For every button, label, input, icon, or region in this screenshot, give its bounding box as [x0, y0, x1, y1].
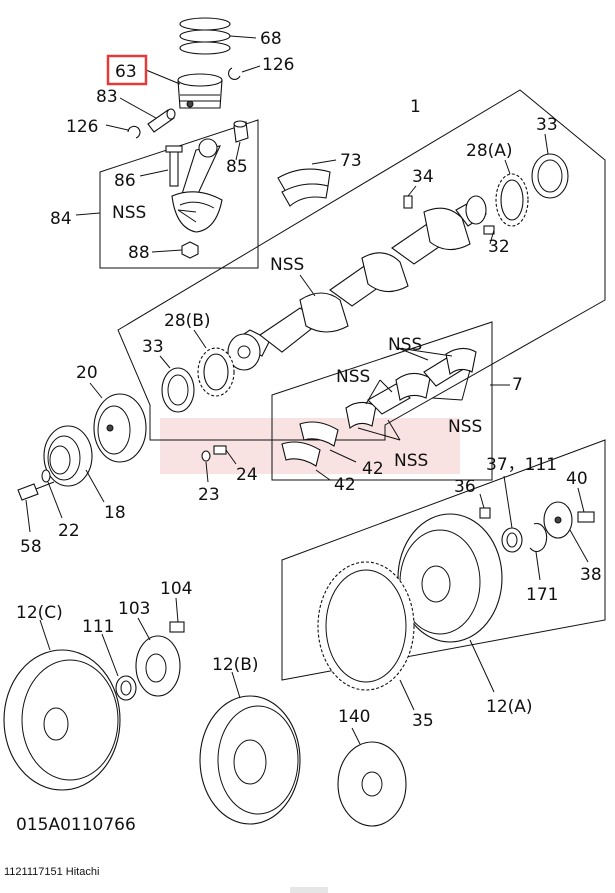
callout-nss-bearing-left: NSS: [336, 367, 370, 387]
callout-12a: 12(A): [486, 697, 533, 717]
highlight-box: [106, 54, 148, 86]
washer-22: [41, 469, 63, 519]
snap-ring-bottom: [105, 124, 141, 139]
callout-22: 22: [58, 521, 80, 541]
callout-12c: 12(C): [16, 603, 63, 623]
parts-diagram: 68 126 63 83 126 1 33 28(A) 73 85 86 34 …: [3, 17, 606, 835]
plate-140: [337, 727, 407, 827]
damper: [43, 425, 105, 503]
callout-42-bottom: 42: [334, 475, 356, 495]
callout-40: 40: [566, 469, 588, 489]
callout-18: 18: [104, 503, 126, 523]
callout-23: 23: [198, 485, 220, 505]
gear-28a: [495, 159, 529, 227]
callout-104: 104: [160, 579, 192, 599]
pin-32: [483, 225, 495, 245]
callout-12b: 12(B): [212, 655, 259, 675]
main-bearings: [345, 347, 510, 441]
callout-63: 63: [115, 62, 137, 82]
callout-73: 73: [340, 151, 362, 171]
crank-pulley: [89, 382, 147, 463]
callout-nss-crank: NSS: [270, 255, 304, 275]
callout-85: 85: [226, 157, 248, 177]
callout-20: 20: [76, 363, 98, 383]
callout-140: 140: [338, 707, 370, 727]
thrust-washer: [277, 159, 337, 207]
callout-28b: 28(B): [164, 311, 211, 331]
plate-38: [543, 501, 589, 563]
bolt-24: [213, 445, 237, 465]
flywheel-group-outline: [281, 439, 606, 681]
callout-24: 24: [236, 465, 258, 485]
callout-34: 34: [412, 167, 434, 187]
callout-35: 35: [412, 711, 434, 731]
bolt-40: [577, 487, 595, 523]
callout-33-top: 33: [536, 115, 558, 135]
callout-33-bottom: 33: [142, 337, 164, 357]
piston: [145, 69, 223, 109]
callout-nss-rod: NSS: [112, 203, 146, 223]
bolt-58: [17, 481, 55, 533]
oil-seal-33-bottom: [159, 355, 195, 413]
rod-bolt: [139, 145, 183, 187]
callout-58: 58: [20, 537, 42, 557]
snap-ring-top: [228, 65, 261, 80]
bolt-36: [479, 493, 491, 519]
ring-gear: [317, 561, 415, 711]
callout-1: 1: [410, 97, 421, 117]
bushing: [233, 120, 249, 161]
flywheel-12c: [3, 619, 121, 791]
bearing-group-outline: [271, 321, 493, 481]
callout-84: 84: [50, 209, 72, 229]
callout-88: 88: [128, 243, 150, 263]
callout-38: 38: [580, 565, 602, 585]
plate-103: [135, 617, 181, 697]
connecting-rod: [171, 138, 223, 233]
callout-nss-bearing-right: NSS: [448, 417, 482, 437]
callout-126-bottom: 126: [66, 117, 98, 137]
thrust-halves: [281, 421, 357, 481]
callout-36: 36: [454, 477, 476, 497]
callout-126-top: 126: [262, 55, 294, 75]
drawing-number: 015A0110766: [16, 815, 136, 835]
callout-32: 32: [488, 237, 510, 257]
callout-171: 171: [526, 585, 558, 605]
callout-42-top: 42: [362, 459, 384, 479]
callout-68: 68: [260, 29, 282, 49]
callout-103: 103: [118, 599, 150, 619]
callout-37-111: 37，111: [486, 455, 557, 475]
callout-83: 83: [96, 87, 118, 107]
crankshaft: [227, 195, 487, 371]
bolt-104: [169, 597, 185, 633]
piston-pin: [119, 97, 176, 133]
snap-ring-171: [529, 522, 548, 581]
callout-nss-bearing-bottom: NSS: [394, 451, 428, 471]
flywheel-12b: [199, 671, 301, 825]
pilot-bearing: [501, 475, 523, 553]
bearing-111: [101, 633, 137, 701]
callout-28a: 28(A): [466, 141, 513, 161]
callout-111: 111: [82, 617, 114, 637]
connecting-rod-group-outline: [99, 119, 259, 269]
oil-plug-34: [403, 185, 417, 209]
piston-rings: [179, 17, 257, 55]
footer-scroll-hint: [290, 887, 328, 893]
crankshaft-group-outline: [117, 89, 606, 441]
oil-seal-33-top: [531, 133, 569, 199]
callout-nss-bearing-top: NSS: [388, 335, 422, 355]
gear-28b: [193, 329, 235, 397]
callout-7: 7: [512, 375, 523, 395]
footer-caption: 1121117151 Hitachi: [4, 866, 100, 878]
rod-nut: [151, 241, 199, 259]
flywheel-12a: [397, 513, 503, 693]
callout-86: 86: [114, 171, 136, 191]
washer-23: [201, 450, 211, 483]
